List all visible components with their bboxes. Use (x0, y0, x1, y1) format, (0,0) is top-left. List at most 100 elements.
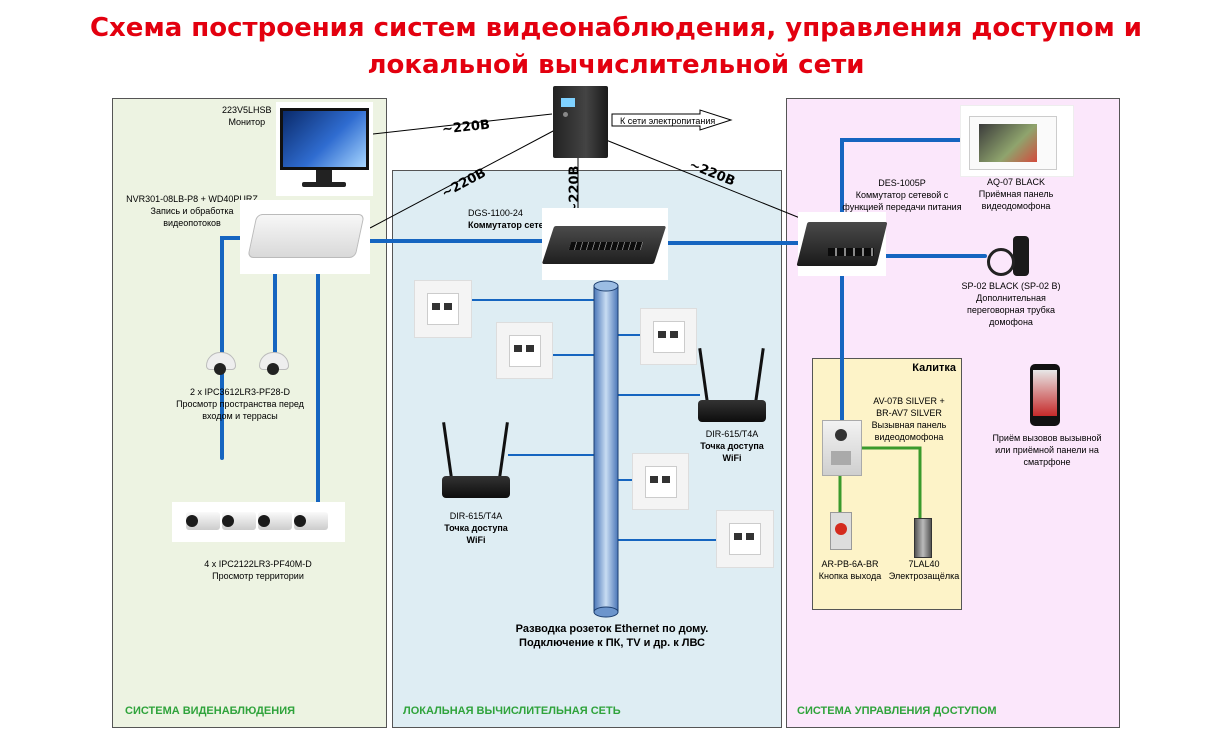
main-switch-desc: Коммутатор сетевой (468, 220, 561, 230)
power-line-nvr (369, 129, 556, 229)
lan-zone-label: ЛОКАЛЬНАЯ ВЫЧИСЛИТЕЛЬНАЯ СЕТЬ (403, 705, 621, 717)
ethernet-outlet-3 (640, 308, 697, 365)
ap-left-model: DIR-615/T4A (449, 511, 503, 521)
panel-model: AQ-07 BLACK (986, 177, 1046, 187)
dome-camera-label: 2 х IPC3612LR3-PF28-D Просмотр пространс… (170, 386, 310, 422)
poe-switch-label: DES-1005P Коммутатор сетевой с функцией … (842, 177, 962, 213)
ethernet-trunk (593, 285, 619, 613)
dome-desc-1: Просмотр пространства перед (176, 399, 304, 409)
call-panel-desc-2: видеодомофона (874, 432, 944, 442)
main-switch-label: DGS-1100-24 Коммутатор сетевой (468, 207, 560, 231)
handset-desc-3: домофона (989, 317, 1033, 327)
ethernet-drops (470, 299, 716, 541)
smartphone-desc-2: или приёмной панели на (995, 445, 1099, 455)
monitor-label: 223V5LHSB Монитор (222, 104, 272, 128)
call-panel-desc-1: Вызывная панель (871, 420, 947, 430)
nvr-to-dome-left-line (220, 236, 246, 460)
grid-arrow (611, 109, 733, 131)
dome-model: 2 х IPC3612LR3-PF28-D (189, 387, 291, 397)
exit-button-desc: Кнопка выхода (818, 571, 882, 581)
ethernet-trunk-top (593, 280, 619, 292)
power-line-monitor (372, 113, 553, 135)
ethernet-outlet-2 (496, 322, 553, 379)
diagram-title-line-1: Схема построения систем видеонаблюдения,… (89, 13, 1143, 43)
ethernet-outlet-4 (632, 453, 689, 510)
nvr-desc-1: Запись и обработка (150, 206, 234, 216)
ap-right-desc-2: WiFi (722, 453, 742, 463)
exit-button-label: AR-PB-6A-BR Кнопка выхода (814, 558, 886, 582)
electric-lock-image (914, 518, 932, 558)
call-panel-image (822, 420, 862, 476)
bullet-model: 4 х IPC2122LR3-PF40M-D (204, 559, 312, 569)
nvr-image (240, 200, 370, 274)
ups-device (553, 86, 608, 158)
ethernet-caption: Разводка розеток Ethernet по дому. Подкл… (470, 622, 754, 650)
handset-desc-1: Дополнительная (976, 293, 1046, 303)
monitor-desc: Монитор (228, 117, 266, 127)
panel-desc-1: Приёмная панель (978, 189, 1054, 199)
gate-zone: Калитка (812, 358, 962, 610)
smartphone-label: Приём вызовов вызывной или приёмной пане… (985, 432, 1109, 468)
network-lines (220, 138, 987, 507)
main-switch-image (541, 208, 668, 280)
main-switch-model: DGS-1100-24 (468, 208, 523, 218)
gate-zone-label: Калитка (912, 362, 956, 374)
handset-desc-2: переговорная трубка (967, 305, 1055, 315)
exit-button-image (830, 512, 852, 550)
ap-right-desc-1: Точка доступа (700, 441, 764, 451)
bullet-desc: Просмотр территории (212, 571, 304, 581)
poe-switch-image (796, 212, 888, 276)
access-point-right-image (696, 346, 768, 426)
call-panel-label: AV-07B SILVER + BR-AV7 SILVER Вызывная п… (866, 395, 952, 443)
smartphone-desc-3: сматрфоне (1023, 457, 1071, 467)
lock-model: 7LAL40 (908, 559, 940, 569)
bullet-cameras-image (172, 502, 345, 542)
dome-desc-2: входом и террасы (202, 411, 278, 421)
ethernet-trunk-bottom (593, 606, 619, 618)
callpanel-to-lock-wire (860, 446, 922, 520)
grid-label: К сети электропитания (620, 116, 716, 126)
call-panel-model-1: AV-07B SILVER + (873, 396, 945, 406)
access-point-left-image (440, 420, 512, 500)
ap-left-desc-1: Точка доступа (444, 523, 508, 533)
ethernet-caption-line-1: Разводка розеток Ethernet по дому. (515, 623, 709, 635)
poe-switch-desc-2: функцией передачи питания (842, 202, 962, 212)
nvr-label: NVR301-08LB-P8 + WD40PURZ Запись и обраб… (122, 193, 262, 229)
dome-camera-1 (206, 352, 236, 382)
diagram-title-line-2: локальной вычислительной сети (367, 50, 865, 80)
ethernet-outlet-1 (414, 280, 472, 338)
intercom-panel-label: AQ-07 BLACK Приёмная панель видеодомофон… (960, 176, 1072, 212)
call-panel-model-2: BR-AV7 SILVER (876, 408, 942, 418)
lock-desc: Электрозащёлка (888, 571, 960, 581)
handset-model: SP-02 BLACK (SP-02 B) (961, 281, 1061, 291)
ethernet-caption-line-2: Подключение к ПК, TV и др. к ЛВС (519, 637, 705, 649)
access-zone-label: СИСТЕМА УПРАВЛЕНИЯ ДОСТУПОМ (797, 705, 997, 717)
cctv-zone-label: СИСТЕМА ВИДЕНАБЛЮДЕНИЯ (125, 705, 296, 717)
nvr-model: NVR301-08LB-P8 + WD40PURZ (126, 194, 258, 204)
handset-label: SP-02 BLACK (SP-02 B) Дополнительная пер… (955, 280, 1067, 328)
smartphone-image (1030, 364, 1060, 426)
poe-switch-model: DES-1005P (878, 178, 926, 188)
access-point-right-label: DIR-615/T4A Точка доступа WiFi (696, 428, 768, 464)
handset-image (985, 234, 1043, 278)
power-line-poe (605, 139, 801, 219)
ethernet-outlet-5 (716, 510, 774, 568)
smartphone-desc-1: Приём вызовов вызывной (992, 433, 1102, 443)
electric-lock-label: 7LAL40 Электрозащёлка (888, 558, 960, 582)
bullet-camera-label: 4 х IPC2122LR3-PF40M-D Просмотр территор… (188, 558, 328, 582)
access-wires (838, 446, 922, 520)
panel-desc-2: видеодомофона (981, 201, 1051, 211)
poe-switch-desc-1: Коммутатор сетевой с (855, 190, 949, 200)
monitor-model: 223V5LHSB (222, 105, 272, 115)
exit-button-model: AR-PB-6A-BR (821, 559, 879, 569)
intercom-panel-image (960, 105, 1074, 177)
nvr-desc-2: видеопотоков (163, 218, 221, 228)
access-point-left-label: DIR-615/T4A Точка доступа WiFi (440, 510, 512, 546)
monitor-image (276, 102, 373, 196)
poe-to-panel-line (840, 138, 962, 220)
dome-camera-2 (259, 352, 289, 382)
ap-left-desc-2: WiFi (466, 535, 486, 545)
ap-right-model: DIR-615/T4A (705, 429, 759, 439)
power-lines (369, 113, 801, 229)
